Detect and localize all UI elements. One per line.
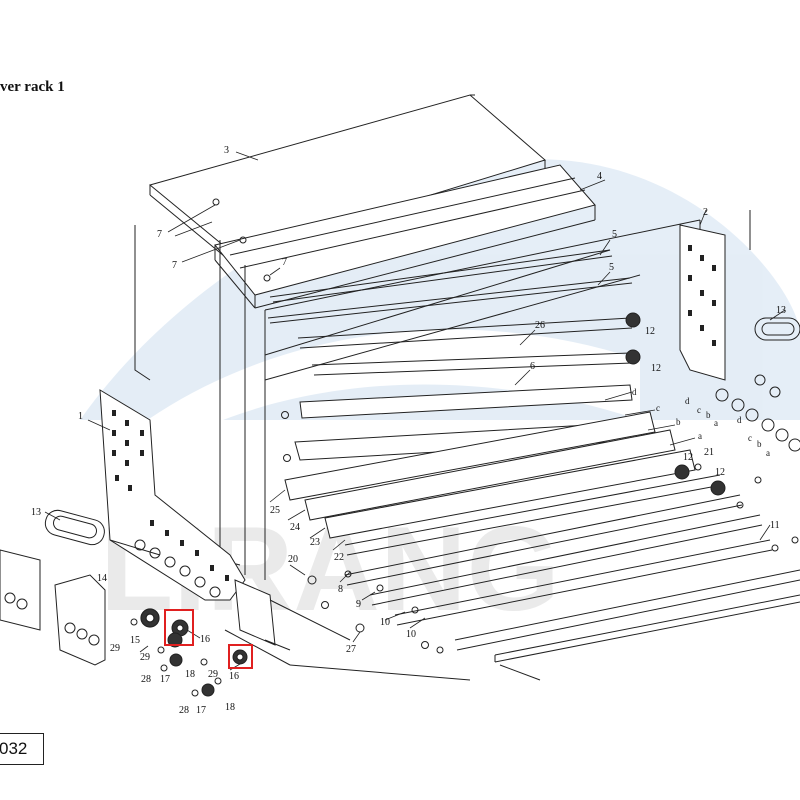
label-6: 6 — [530, 361, 535, 372]
label-28-a: 28 — [141, 674, 151, 685]
part-labels: 3 4 2 7 7 7 5 5 26 6 12 12 12 12 13 13 1… — [31, 145, 786, 716]
label-28-b: 28 — [179, 705, 189, 716]
label-7-a: 7 — [157, 229, 162, 240]
label-23: 23 — [310, 537, 320, 548]
label-16-a: 16 — [200, 634, 210, 645]
label-26: 26 — [535, 320, 545, 331]
roller-part-24 — [284, 411, 656, 501]
highlight-gear-16-b — [228, 644, 253, 669]
handle-part-13-left — [44, 509, 161, 556]
gear-part-12 — [625, 312, 726, 496]
label-c-right-2: c — [748, 433, 752, 443]
side-plate-part-2 — [679, 224, 726, 381]
shaft-part-5 — [267, 249, 633, 324]
label-4: 4 — [597, 171, 602, 182]
channel-part-4 — [214, 164, 596, 309]
bracket-part-14 — [0, 549, 106, 666]
label-11: 11 — [770, 520, 780, 531]
roller-part-23 — [304, 429, 676, 521]
label-16-b: 16 — [229, 671, 239, 682]
nuts-and-bolts — [130, 198, 799, 697]
highlight-boxes — [164, 609, 253, 669]
gear-part-15 — [140, 608, 160, 628]
label-13-right: 13 — [776, 305, 786, 316]
label-24: 24 — [290, 522, 300, 533]
label-12-b: 12 — [651, 363, 661, 374]
label-a: a — [698, 431, 702, 441]
gear-part-16-a — [167, 619, 189, 648]
roller-part-26 — [297, 317, 633, 349]
label-5-b: 5 — [609, 262, 614, 273]
label-29-b: 29 — [140, 652, 150, 663]
label-25: 25 — [270, 505, 280, 516]
label-d-right-2: d — [737, 415, 742, 425]
rod-part-11 — [494, 594, 800, 681]
label-9: 9 — [356, 599, 361, 610]
gear-part-17 — [169, 653, 215, 697]
label-18-a: 18 — [185, 669, 195, 680]
label-29-a: 29 — [110, 643, 120, 654]
label-c-right-1: c — [697, 405, 701, 415]
label-15: 15 — [130, 635, 140, 646]
label-14: 14 — [97, 573, 107, 584]
label-b: b — [676, 417, 681, 427]
label-13-left: 13 — [31, 507, 41, 518]
label-5-a: 5 — [612, 229, 617, 240]
label-10-b: 10 — [406, 629, 416, 640]
front-bracket — [224, 579, 471, 681]
label-8: 8 — [338, 584, 343, 595]
drawing-code: 032 — [0, 733, 44, 765]
highlight-gear-16-a — [164, 609, 194, 646]
label-b-right-2: b — [757, 439, 762, 449]
label-12-d: 12 — [715, 467, 725, 478]
label-2: 2 — [703, 207, 708, 218]
roller-part-22 — [324, 449, 696, 539]
label-d: d — [632, 387, 637, 397]
label-a-right-1: a — [714, 418, 718, 428]
right-bushings — [715, 374, 800, 452]
label-1: 1 — [78, 411, 83, 422]
diagram-title: ver rack 1 — [0, 79, 65, 95]
label-d-right-1: d — [685, 396, 690, 406]
label-10-a: 10 — [380, 617, 390, 628]
label-20: 20 — [288, 554, 298, 565]
label-27: 27 — [346, 644, 356, 655]
label-7-b: 7 — [172, 260, 177, 271]
label-3: 3 — [224, 145, 229, 156]
label-c: c — [656, 403, 660, 413]
gear-part-16-b — [232, 649, 248, 665]
label-21: 21 — [704, 447, 714, 458]
handle-part-13-right — [754, 317, 800, 341]
label-17-a: 17 — [160, 674, 170, 685]
label-7-c: 7 — [282, 257, 287, 268]
label-12-a: 12 — [645, 326, 655, 337]
label-b-right-1: b — [706, 410, 711, 420]
label-a-right-2: a — [766, 448, 770, 458]
roller-part-6 — [311, 352, 633, 376]
label-17-b: 17 — [196, 705, 206, 716]
label-12-c: 12 — [683, 452, 693, 463]
label-29-c: 29 — [208, 669, 218, 680]
roller-stack-lower — [344, 474, 800, 651]
label-18-b: 18 — [225, 702, 235, 713]
label-22: 22 — [334, 552, 344, 563]
